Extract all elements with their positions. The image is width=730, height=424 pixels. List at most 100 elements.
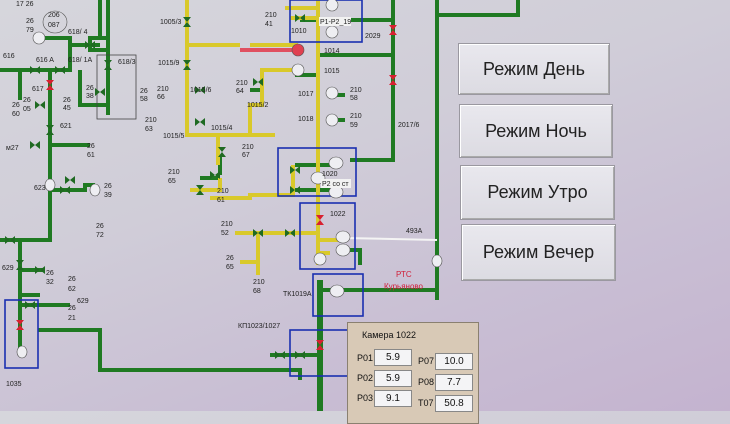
param-label: P03 [357, 393, 374, 403]
label-rts: РТС [396, 270, 412, 279]
label: 21 [68, 315, 76, 322]
label: 1015/2 [247, 102, 269, 109]
label: 493А [406, 228, 423, 235]
label: 52 [221, 230, 229, 237]
label: 68 [253, 288, 261, 295]
param-label: T07 [418, 398, 434, 408]
label: 1015/6 [190, 87, 212, 94]
label-kuryanovo: Курьяново [384, 282, 424, 291]
param-label: P02 [357, 373, 374, 383]
label: 60 [12, 111, 20, 118]
thin-white-pipe [344, 237, 438, 241]
label: 1015/9 [158, 60, 180, 67]
mode-day-button[interactable]: Режим День [458, 43, 610, 95]
label: 26 [63, 97, 71, 104]
label: 1035 [6, 381, 22, 388]
label: 26 [86, 85, 94, 92]
label: 64 [236, 88, 244, 95]
label: 61 [217, 197, 225, 204]
label: 26 [46, 270, 54, 277]
label: 618/3 [118, 59, 136, 66]
label: 17 26 [16, 1, 34, 8]
label: 26 [226, 255, 234, 262]
label: 1014 [324, 48, 340, 55]
param-label: P07 [418, 356, 435, 366]
camera-1022-panel: Камера 1022 P01 5.9 P07 10.0 P02 5.9 P08… [347, 322, 479, 424]
label: 58 [140, 96, 148, 103]
label: 26 [68, 305, 76, 312]
param-label: P08 [418, 377, 435, 387]
label: 210 [253, 279, 265, 286]
label: 210 [242, 144, 254, 151]
label: 210 [350, 87, 362, 94]
label: 616 A [36, 57, 54, 64]
param-value: 5.9 [374, 349, 412, 366]
label: 629 [77, 298, 89, 305]
label: 63 [145, 126, 153, 133]
param-value: 50.8 [435, 395, 473, 412]
label: ТК1019А [283, 291, 312, 298]
label: 26 [140, 88, 148, 95]
pumps [16, 0, 443, 359]
param-label: P01 [357, 353, 374, 363]
label: 1010 [291, 28, 307, 35]
label: 62 [68, 286, 76, 293]
param-value: 5.9 [374, 370, 412, 387]
mode-morning-button[interactable]: Режим Утро [460, 165, 615, 220]
label: 617 [32, 86, 44, 93]
label: 39 [104, 192, 112, 199]
panel-title: Камера 1022 [362, 330, 416, 340]
schematic-labels: 17 26 206 087 26 79 618/ 4 616 616 A 618… [2, 1, 424, 388]
label: 45 [63, 105, 71, 112]
label: 58 [350, 95, 358, 102]
label: 616 [3, 53, 15, 60]
label: 087 [48, 22, 60, 29]
label: 59 [350, 122, 358, 129]
label: 1022 [330, 211, 346, 218]
label: 32 [46, 279, 54, 286]
label: 26 [87, 143, 95, 150]
label: 1015 [324, 68, 340, 75]
param-value: 10.0 [435, 353, 473, 370]
label: 26 [104, 183, 112, 190]
param-value: 7.7 [435, 374, 473, 391]
label: 26 [68, 276, 76, 283]
mode-evening-button[interactable]: Режим Вечер [461, 224, 616, 281]
label: 61 [87, 152, 95, 159]
label: 38 [86, 93, 94, 100]
label: 1020 [322, 171, 338, 178]
label: 65 [168, 178, 176, 185]
label: 41 [265, 21, 273, 28]
param-value: 9.1 [374, 390, 412, 407]
label: Р1-Р2_19 [320, 19, 351, 26]
label: 26 [26, 18, 34, 25]
label: КП1023/1027 [238, 323, 280, 330]
label: 618/ 1A [68, 57, 92, 64]
label: 26 [96, 223, 104, 230]
label: 618/ 4 [68, 29, 88, 36]
label: 72 [96, 232, 104, 239]
mode-night-button[interactable]: Режим Ночь [459, 104, 613, 158]
label: 210 [265, 12, 277, 19]
label: 05 [23, 106, 31, 113]
label: 621 [60, 123, 72, 130]
label: 1018 [298, 116, 314, 123]
label: 629 [2, 265, 14, 272]
label: 65 [226, 264, 234, 271]
label: 26 [23, 97, 31, 104]
label: 210 [157, 86, 169, 93]
label: 206 [48, 12, 60, 19]
label: 1015/4 [211, 125, 233, 132]
label: 210 [236, 80, 248, 87]
label: 210 [145, 117, 157, 124]
network-schematic: 17 26 206 087 26 79 618/ 4 616 616 A 618… [0, 0, 520, 411]
label: 210 [221, 221, 233, 228]
label: 67 [242, 152, 250, 159]
frame-618-3 [96, 54, 137, 120]
label: 79 [26, 27, 34, 34]
label: 210 [350, 113, 362, 120]
label: м27 [6, 145, 19, 152]
label: 1017 [298, 91, 314, 98]
label: 623 [34, 185, 46, 192]
label: 66 [157, 94, 165, 101]
